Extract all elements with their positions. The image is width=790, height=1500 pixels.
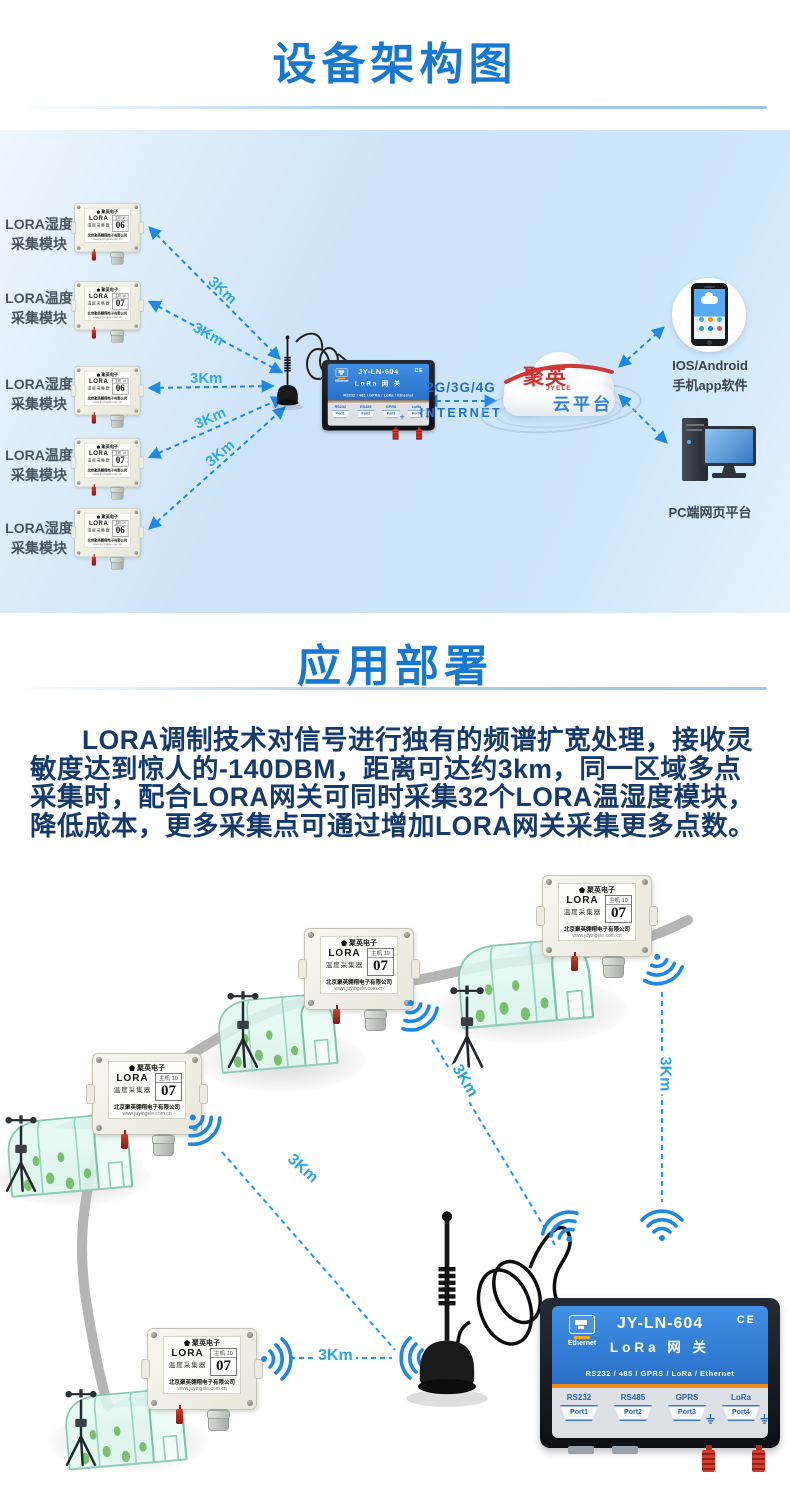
deployment-paragraph: LORA调制技术对信号进行独有的频谱扩宽处理，接收灵 敏度达到惊人的-140DB… — [30, 725, 756, 841]
cable-gland — [207, 1409, 230, 1431]
ce-mark: CE — [736, 1314, 756, 1326]
gateway-name: LoRa 网 关 — [354, 379, 402, 387]
juying-logo-icon — [96, 288, 101, 292]
gateway-interfaces: RS232 / 485 / GPRS / LoRa / Ethernet — [585, 1369, 735, 1378]
section-title-deployment: 应用部署 — [297, 642, 493, 691]
weather-station-icon — [0, 1112, 42, 1194]
sensor-name-1: LORA湿度采集模块 — [5, 216, 73, 252]
link-2g3g4g: 2G/3G/4G — [426, 380, 496, 395]
antenna-connector — [571, 952, 578, 971]
phone-label-line1: IOS/Android — [672, 358, 748, 373]
antenna-connector — [752, 1445, 765, 1472]
cable-gland — [110, 329, 125, 343]
antenna-connector — [121, 1130, 128, 1149]
title-divider — [25, 687, 767, 690]
distance-label: 3Km — [315, 1347, 356, 1365]
cable-gland — [110, 486, 125, 500]
weather-station-icon — [60, 1386, 102, 1468]
distance-label: 3Km — [190, 370, 223, 387]
antenna-connector — [702, 1445, 715, 1472]
ground-icon — [705, 1414, 716, 1425]
cable-gland — [602, 956, 625, 978]
gateway-interfaces: RS232 / 485 / GPRS / LoRa / Ethernet — [343, 393, 414, 398]
juying-logo-icon — [579, 887, 585, 893]
cable-gland — [110, 556, 125, 570]
cloud-brand: 聚英 — [523, 366, 567, 389]
ethernet-icon: Ethernet — [562, 1315, 602, 1347]
antenna-connector — [91, 327, 96, 339]
ethernet-icon: Ethernet — [332, 367, 351, 383]
antenna-connector — [91, 484, 96, 496]
title-divider — [25, 106, 767, 109]
juying-logo-icon — [129, 1065, 135, 1071]
distance-label: 3Km — [655, 1053, 674, 1095]
sensor-name-4: LORA温度采集模块 — [5, 447, 73, 483]
antenna-connector — [91, 412, 96, 424]
weather-station-icon — [222, 988, 264, 1070]
sensor-name-3: LORA湿度采集模块 — [5, 376, 73, 412]
antenna-connector — [91, 249, 96, 261]
antenna-connector — [333, 1005, 340, 1024]
wifi-signal-icon — [256, 1337, 300, 1381]
cable-gland — [152, 1134, 175, 1156]
cable-gland — [364, 1009, 387, 1031]
juying-logo-icon — [96, 515, 101, 519]
sensor-name-2: LORA温度采集模块 — [5, 290, 73, 326]
lora-antenna-icon — [396, 1208, 498, 1429]
cloud-swoosh-icon — [504, 363, 614, 384]
pc-monitor — [702, 426, 756, 466]
connector — [568, 1446, 594, 1454]
juying-logo-icon — [96, 210, 101, 214]
lora-antenna-icon — [268, 334, 307, 419]
wifi-signal-icon — [640, 1202, 684, 1246]
ce-mark: CE — [414, 367, 424, 374]
pc-label: PC端网页平台 — [668, 505, 752, 520]
section-title-architecture: 设备架构图 — [272, 40, 518, 89]
weather-station-icon — [445, 982, 489, 1070]
gateway-model: JY-LN-604 — [616, 1315, 704, 1332]
architecture-diagram-panel: LORA湿度采集模块 LORA温度采集模块 LORA湿度采集模块 LORA温度采… — [0, 130, 790, 613]
connector — [612, 1446, 638, 1454]
cable-gland — [110, 251, 125, 265]
cable-gland — [110, 414, 125, 428]
juying-logo-icon — [96, 373, 101, 377]
antenna-connector — [392, 427, 399, 440]
juying-logo-icon — [96, 445, 101, 449]
antenna-connector — [176, 1405, 183, 1424]
cloud-platform-label: 云平台 — [553, 395, 613, 414]
mobile-phone — [691, 283, 728, 346]
antenna-connector — [416, 427, 423, 440]
sensor-name-5: LORA湿度采集模块 — [5, 520, 73, 556]
juying-logo-icon — [184, 1340, 190, 1346]
link-internet: INTERNET — [419, 406, 503, 420]
cloud-platform: 聚英 JYELE 云平台 — [477, 352, 645, 441]
architecture-arrows-svg — [147, 226, 668, 530]
ground-icon — [759, 1414, 768, 1425]
app-cloud-icon — [701, 292, 718, 304]
cloud-brand-sub: JYELE — [546, 385, 572, 392]
phone-label-line2: 手机app软件 — [672, 378, 748, 393]
gateway-name: LoRa 网 关 — [609, 1340, 711, 1355]
lora-gateway: Ethernet JY-LN-604 LoRa 网 关 CE RS232 / 4… — [540, 1298, 780, 1472]
antenna-connector — [91, 554, 96, 566]
gateway-model: JY-LN-604 — [358, 367, 399, 376]
juying-logo-icon — [341, 940, 347, 946]
lora-gateway-small: Ethernet JY-LN-604 LoRa 网 关 CE RS232 / 4… — [322, 360, 435, 440]
